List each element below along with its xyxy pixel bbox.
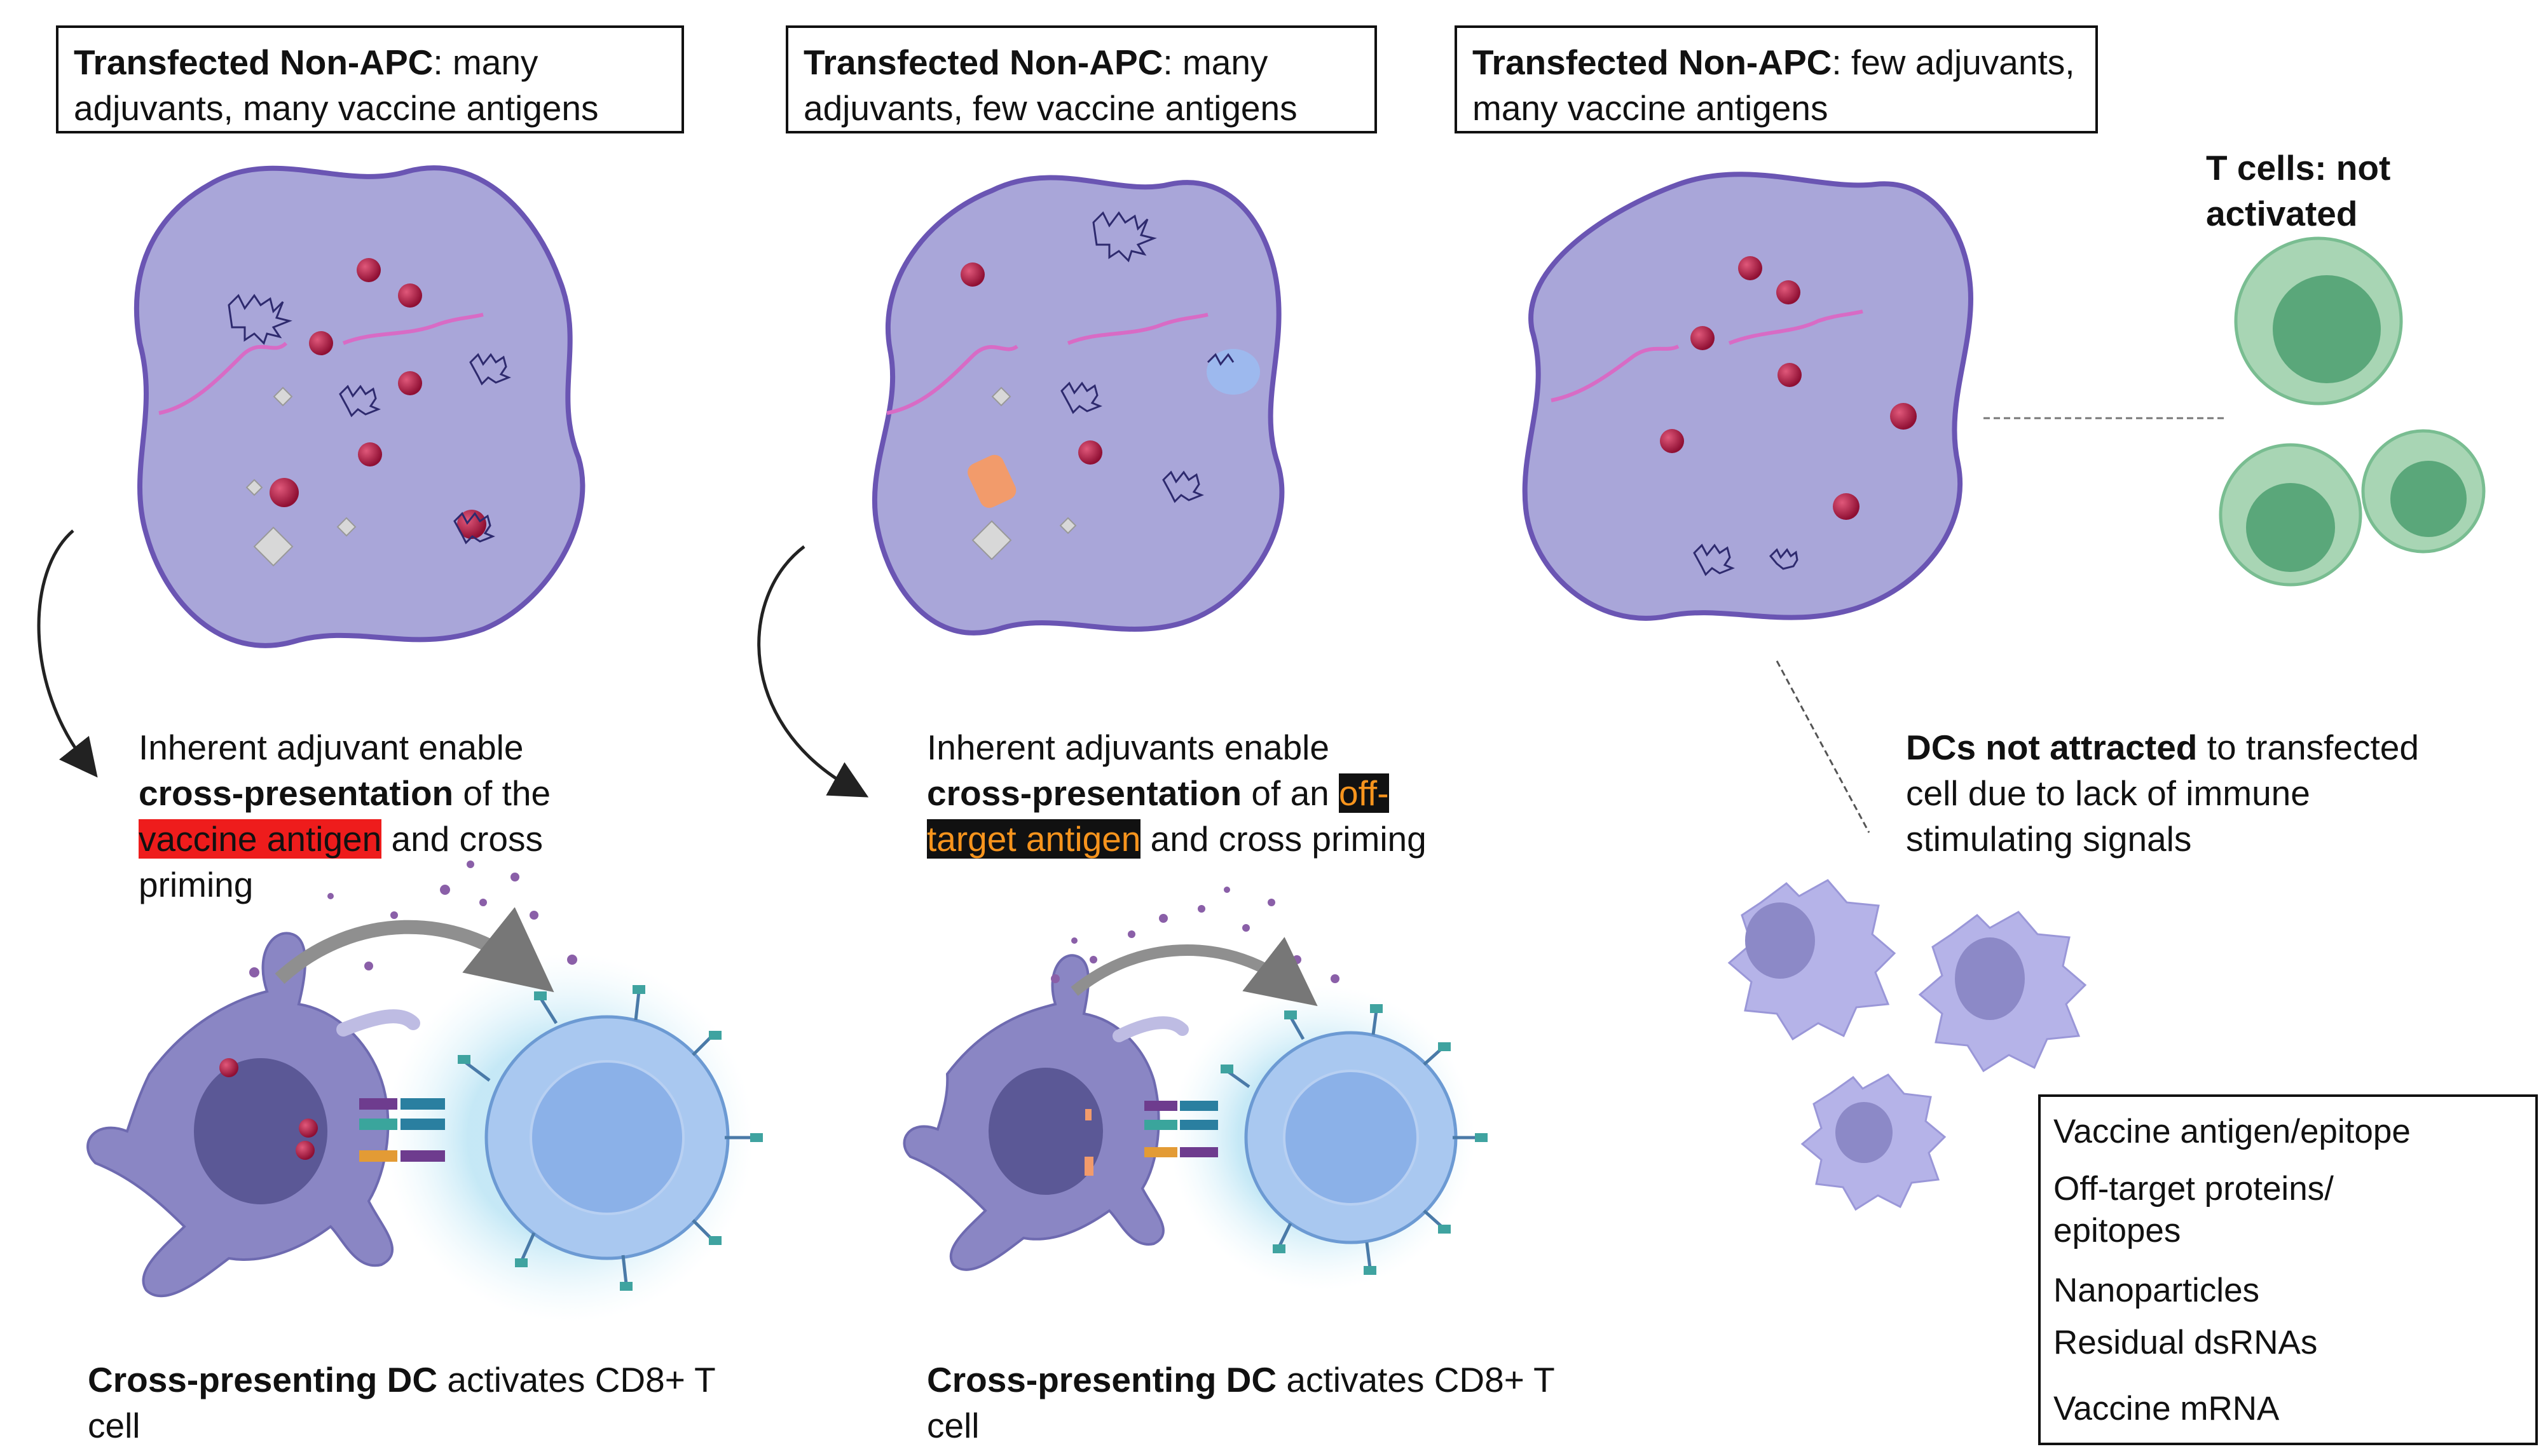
vaccine-antigen xyxy=(357,258,381,282)
dsrna xyxy=(339,384,381,418)
panel-2-title: Transfected Non-APC: many adjuvants, few… xyxy=(786,25,1377,133)
caption-panel-3: DCs not attracted to transfected cell du… xyxy=(1906,728,2419,859)
nanoparticle xyxy=(253,526,294,567)
off-target-protein xyxy=(1207,349,1260,395)
dc-tcell-interaction-1 xyxy=(86,861,763,1322)
vaccine-antigen xyxy=(358,442,382,466)
legend-dsrna: Residual dsRNAs xyxy=(2053,1324,2318,1361)
vaccine-antigen xyxy=(398,371,422,395)
bottom-caption-1: Cross-presenting DC activates CD8+ T cel… xyxy=(88,1360,716,1445)
dsrna xyxy=(469,353,511,386)
nanoparticle xyxy=(273,386,293,407)
legend-mrna: Vaccine mRNA xyxy=(2053,1390,2280,1427)
vaccine-antigen xyxy=(398,283,422,308)
mrna-strand xyxy=(342,313,484,345)
dsrna xyxy=(453,512,495,545)
transfected-cell-2 xyxy=(872,175,1285,636)
transfected-cell-1 xyxy=(134,165,586,648)
nanoparticle xyxy=(245,479,263,496)
mrna-strand xyxy=(158,341,288,415)
curved-arrow xyxy=(37,529,98,778)
dsrna xyxy=(228,294,292,345)
caption-panel-1: Inherent adjuvant enable cross-presentat… xyxy=(139,728,551,904)
legend: Vaccine antigen/epitope Off-target prote… xyxy=(2038,1094,2538,1445)
legend-off-target: Off-target proteins/ epitopes xyxy=(2053,1170,2334,1249)
legend-nanoparticles: Nanoparticles xyxy=(2053,1272,2260,1309)
off-target-highlight-a: off- xyxy=(1339,773,1389,813)
off-target-protein xyxy=(968,454,1017,508)
panel-1-title: Transfected Non-APC: many adjuvants, man… xyxy=(56,25,684,133)
bottom-caption-2: Cross-presenting DC activates CD8+ T cel… xyxy=(927,1360,1555,1445)
vaccine-antigen xyxy=(309,331,333,355)
vaccine-antigen xyxy=(270,478,299,507)
caption-panel-2: Inherent adjuvants enable cross-presenta… xyxy=(927,728,1427,859)
dcs-not-attracted xyxy=(1727,879,2087,1211)
tcells-label: T cells: not activated xyxy=(2206,148,2391,233)
legend-vaccine-antigen: Vaccine antigen/epitope xyxy=(2053,1113,2411,1150)
off-target-highlight-b: target antigen xyxy=(927,819,1141,859)
curved-arrow xyxy=(757,545,869,798)
panel-3-title: Transfected Non-APC: few adjuvants, many… xyxy=(1455,25,2098,133)
nanoparticle xyxy=(336,517,357,537)
transfected-cell-3 xyxy=(1522,172,1974,621)
dc-tcell-interaction-2 xyxy=(903,887,1488,1290)
vaccine-antigen-highlight: vaccine antigen xyxy=(139,819,382,859)
tcells-not-activated xyxy=(2219,236,2486,587)
connector-line xyxy=(1776,660,1870,833)
